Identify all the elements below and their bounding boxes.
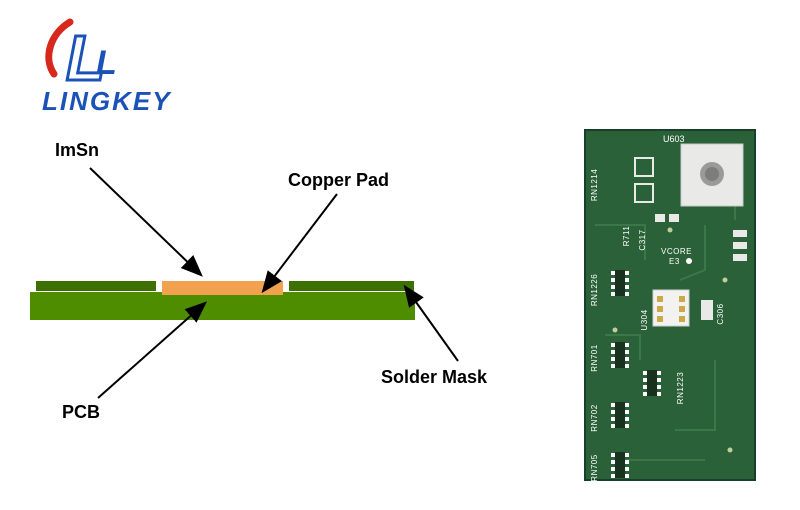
silk-c306: C306 [716,303,725,324]
silk-rn702: RN702 [590,404,599,431]
small-part [669,214,679,222]
c306-chip [701,300,713,320]
silk-e3: E3 [669,257,680,266]
label-imsn: ImSn [55,140,99,160]
silk-u304: U304 [640,309,649,330]
silk-rn1214: RN1214 [590,169,599,201]
mounting-block [680,143,744,207]
pcb-photo: U603 RN1214 R711 C317 VCORE E3 RN1226 U3… [584,129,756,482]
rn-chip-1226 [611,270,629,296]
copper-pad-layer [162,281,283,295]
component-glyphs [611,157,747,478]
small-part [655,214,665,222]
arrow-pcb [97,301,207,399]
edge-pads [733,230,747,261]
via-decoration [612,227,733,453]
silk-vcore: VCORE [661,247,692,256]
logo-mark-outline-l: L [66,22,105,94]
silk-rn705: RN705 [590,454,599,481]
label-pcb: PCB [62,402,100,422]
silk-rn701: RN701 [590,344,599,371]
silk-r711: R711 [622,226,631,247]
rn-chip-705 [611,452,629,478]
arrow-imsn [89,167,203,277]
pcb-body-layer [30,292,415,320]
logo-mark-inner-l: L [96,44,117,82]
logo-red-swoosh [45,18,74,78]
label-copper-pad: Copper Pad [288,170,389,190]
solder-mask-left [36,281,156,291]
silk-c317: C317 [638,229,647,250]
rn-chip-1223 [643,370,661,396]
solder-mask-right [289,281,414,291]
label-solder-mask: Solder Mask [381,367,488,387]
silk-rn1223: RN1223 [676,372,685,404]
logo: L L LINGKEY [42,18,172,116]
rn-chip-701 [611,342,629,368]
vcore-test-point [686,258,692,264]
logo-brand-text: LINGKEY [42,86,172,116]
arrow-copper-pad [261,193,338,294]
arrow-solder-mask [403,284,459,362]
u304-chip [652,289,690,327]
silk-u603: U603 [663,134,685,144]
cross-section-diagram: ImSn Copper Pad Solder Mask PCB [30,140,488,422]
rn-chip-702 [611,402,629,428]
ic-chip [634,157,654,203]
silk-rn1226: RN1226 [590,274,599,306]
